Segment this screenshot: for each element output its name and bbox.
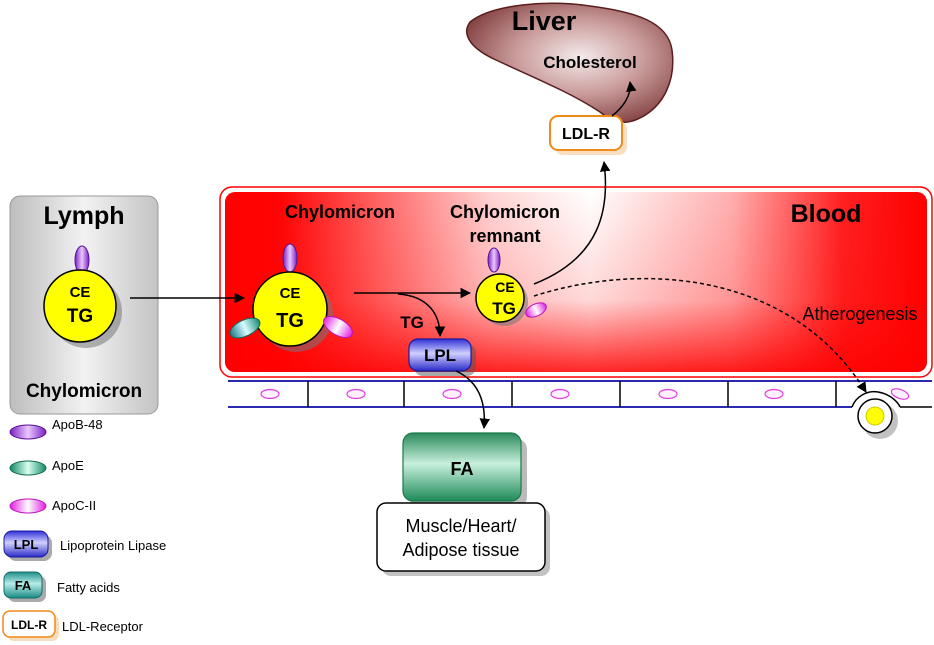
legend-label: LDL-Receptor bbox=[62, 619, 144, 634]
lymph-caption: Chylomicron bbox=[26, 381, 142, 402]
lpl-label: LPL bbox=[424, 346, 456, 365]
apoe-protein bbox=[229, 317, 261, 339]
blue-box-icon bbox=[3, 530, 49, 558]
atherogenesis-arrow bbox=[533, 277, 867, 393]
legend-label: ApoE bbox=[52, 458, 84, 473]
endothelial-cell bbox=[346, 388, 366, 400]
endothelial-cell bbox=[260, 388, 280, 400]
lymph-chylomicron-particle bbox=[43, 269, 117, 343]
remnant-tg-label: TG bbox=[492, 299, 516, 318]
atherogenesis-label: Atherogenesis bbox=[802, 304, 917, 324]
pink-ellipse-icon bbox=[9, 498, 47, 514]
apoc2-protein bbox=[323, 315, 353, 339]
chylomicron-label: Chylomicron bbox=[285, 202, 395, 222]
liver-title: Liver bbox=[512, 6, 577, 36]
cholesterol-label: Cholesterol bbox=[543, 53, 637, 72]
lpl-enzyme: LPL bbox=[408, 338, 476, 376]
tissue-line1: Muscle/Heart/ bbox=[405, 516, 516, 536]
legend-item-ldlr: LDL-R LDL-Receptor bbox=[2, 610, 144, 641]
fa-label: FA bbox=[450, 459, 473, 479]
tissue-box: Muscle/Heart/ Adipose tissue bbox=[376, 502, 550, 576]
chylomicron-ce-label: CE bbox=[280, 285, 301, 302]
legend-tag: LPL bbox=[14, 537, 39, 552]
endothelial-cell bbox=[442, 388, 462, 400]
vessel-wall bbox=[228, 380, 932, 439]
chylomicron-remnant: Chylomicron remnant CE TG bbox=[450, 202, 560, 326]
blood-title: Blood bbox=[791, 200, 862, 228]
lymph-title: Lymph bbox=[43, 202, 124, 230]
apob48-protein bbox=[282, 243, 298, 273]
remnant-particle bbox=[475, 273, 525, 323]
blood-vessel: Blood bbox=[219, 186, 933, 378]
legend-item-fa: FA Fatty acids bbox=[3, 571, 120, 602]
ldlr-to-cholesterol-arrow bbox=[611, 80, 637, 117]
lymph-ce-label: CE bbox=[70, 284, 91, 301]
chylomicron-particle bbox=[252, 271, 328, 347]
lpl-to-fa-arrow bbox=[455, 370, 491, 430]
legend-tag: LDL-R bbox=[11, 618, 47, 632]
legend-item-lpl: LPL Lipoprotein Lipase bbox=[3, 530, 166, 561]
lymph-tg-label: TG bbox=[67, 306, 93, 327]
remnant-label-line2: remnant bbox=[469, 226, 540, 246]
legend-label: Fatty acids bbox=[57, 580, 120, 595]
endothelial-cell bbox=[764, 388, 784, 400]
legend-item-apoe: ApoE bbox=[9, 458, 84, 476]
endothelial-cell bbox=[550, 388, 570, 400]
purple-ellipse-icon bbox=[9, 424, 47, 440]
endothelial-cell bbox=[890, 388, 910, 400]
apob48-protein bbox=[487, 247, 501, 273]
teal-box-icon bbox=[3, 571, 43, 599]
legend-label: ApoB-48 bbox=[52, 417, 103, 432]
lymph-compartment: Lymph CE TG Chylomicron bbox=[9, 195, 159, 415]
remnant-ce-label: CE bbox=[495, 279, 514, 295]
orange-box-icon bbox=[2, 610, 56, 638]
liver-shape bbox=[466, 2, 674, 124]
chylomicron-tg-label: TG bbox=[276, 310, 304, 332]
remnant-label-line1: Chylomicron bbox=[450, 202, 560, 222]
tissue-line2: Adipose tissue bbox=[402, 540, 519, 560]
green-ellipse-icon bbox=[9, 460, 47, 476]
blood-chylomicron: Chylomicron CE TG bbox=[229, 202, 395, 352]
legend: ApoB-48 ApoE ApoC-II LPL Lipoprotein Lip… bbox=[2, 417, 166, 641]
legend-item-apoc2: ApoC-II bbox=[9, 498, 96, 514]
tg-release-arrow bbox=[397, 293, 446, 338]
remnant-to-liver-arrow bbox=[533, 160, 611, 285]
legend-label: Lipoprotein Lipase bbox=[60, 538, 166, 553]
ldl-receptor: LDL-R bbox=[549, 115, 627, 155]
endothelial-cell bbox=[658, 388, 678, 400]
apoc2-protein bbox=[525, 302, 547, 318]
fatty-acids-box: FA bbox=[402, 432, 527, 507]
tg-label: TG bbox=[400, 313, 424, 332]
legend-item-apob48: ApoB-48 bbox=[9, 417, 103, 440]
liver: Liver Cholesterol bbox=[466, 2, 674, 124]
legend-tag: FA bbox=[15, 578, 32, 593]
ldl-r-label: LDL-R bbox=[562, 126, 610, 143]
legend-label: ApoC-II bbox=[52, 498, 96, 513]
